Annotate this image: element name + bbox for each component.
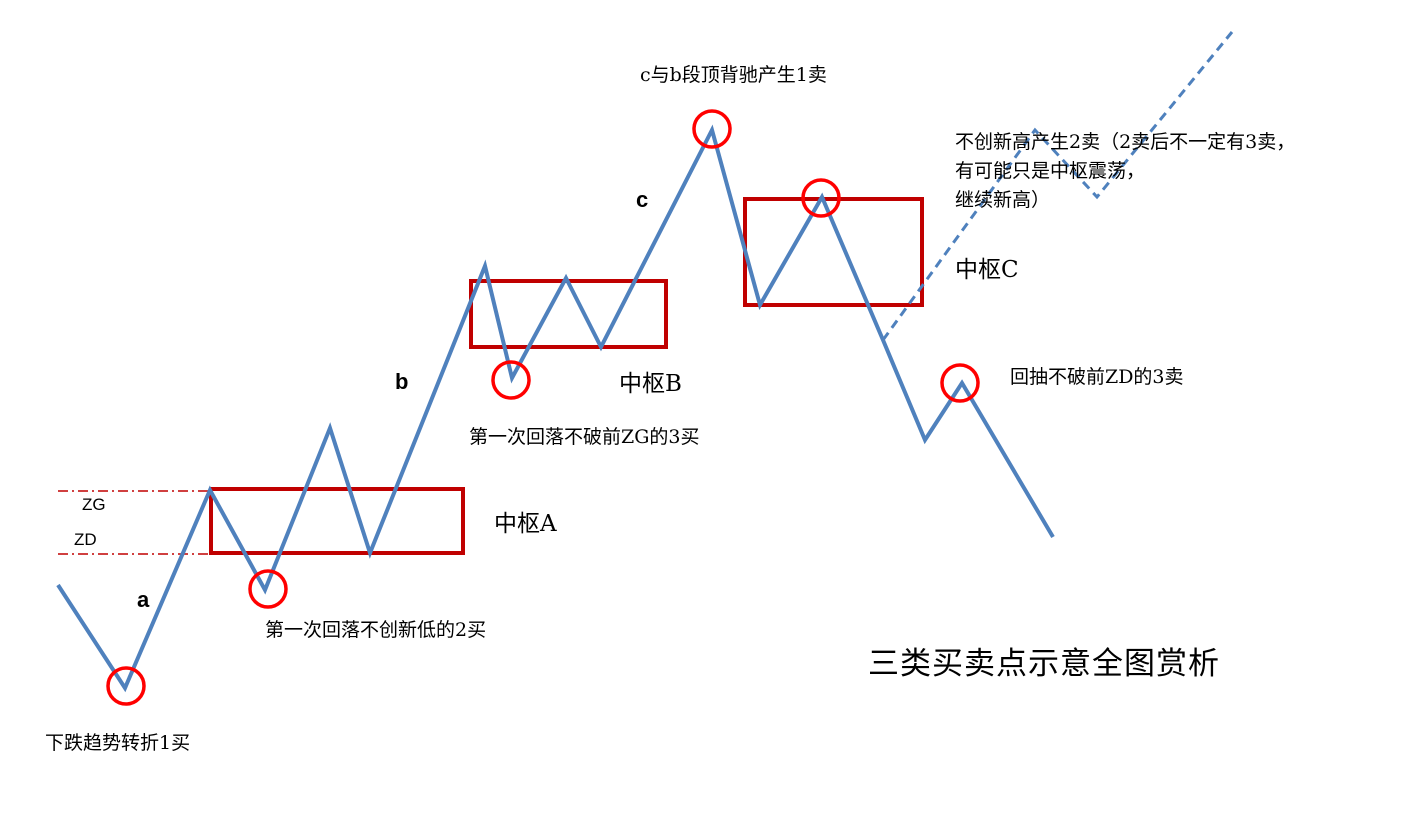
sell2-marker-circle <box>801 178 841 218</box>
price-path <box>56 124 1055 693</box>
buy1-annotation: 下跌趋势转折1买 <box>45 732 191 754</box>
zd-label: ZD <box>74 530 97 549</box>
sell2-annotation-line-2: 有可能只是中枢震荡， <box>955 160 1146 182</box>
alt-path-dashed <box>881 31 1234 341</box>
diagram-title: 三类买卖点示意全图赏析 <box>868 646 1220 682</box>
segment-b-label: b <box>395 369 409 394</box>
segment-a-label: a <box>137 587 150 612</box>
zhongshu-c-box <box>743 197 924 307</box>
zhongshu-a-label: 中枢A <box>494 511 557 537</box>
zhongshu-c-label: 中枢C <box>955 257 1019 283</box>
sell2-annotation-line-1: 不创新高产生2卖（2卖后不一定有3卖， <box>955 131 1296 153</box>
sell1-annotation: c与b段顶背驰产生1卖 <box>640 64 827 86</box>
sell2-annotation-line-3: 继续新高） <box>955 189 1051 211</box>
sell2-annotation: 不创新高产生2卖（2卖后不一定有3卖， 有可能只是中枢震荡， 继续新高） <box>955 128 1295 215</box>
buy2-marker-circle <box>248 569 288 609</box>
sell3-annotation: 回抽不破前ZD的3卖 <box>1010 366 1184 388</box>
zhongshu-b-label: 中枢B <box>619 371 682 397</box>
buy2-annotation: 第一次回落不创新低的2买 <box>265 619 487 641</box>
buy3-marker-circle <box>491 360 531 400</box>
sell1-marker-circle <box>692 109 732 149</box>
sell3-marker-circle <box>940 363 980 403</box>
segment-c-label: c <box>636 187 649 212</box>
buy3-annotation: 第一次回落不破前ZG的3买 <box>469 426 700 448</box>
buy1-marker-circle <box>106 666 146 706</box>
zhongshu-a-box <box>209 487 465 555</box>
zg-label: ZG <box>82 495 106 514</box>
